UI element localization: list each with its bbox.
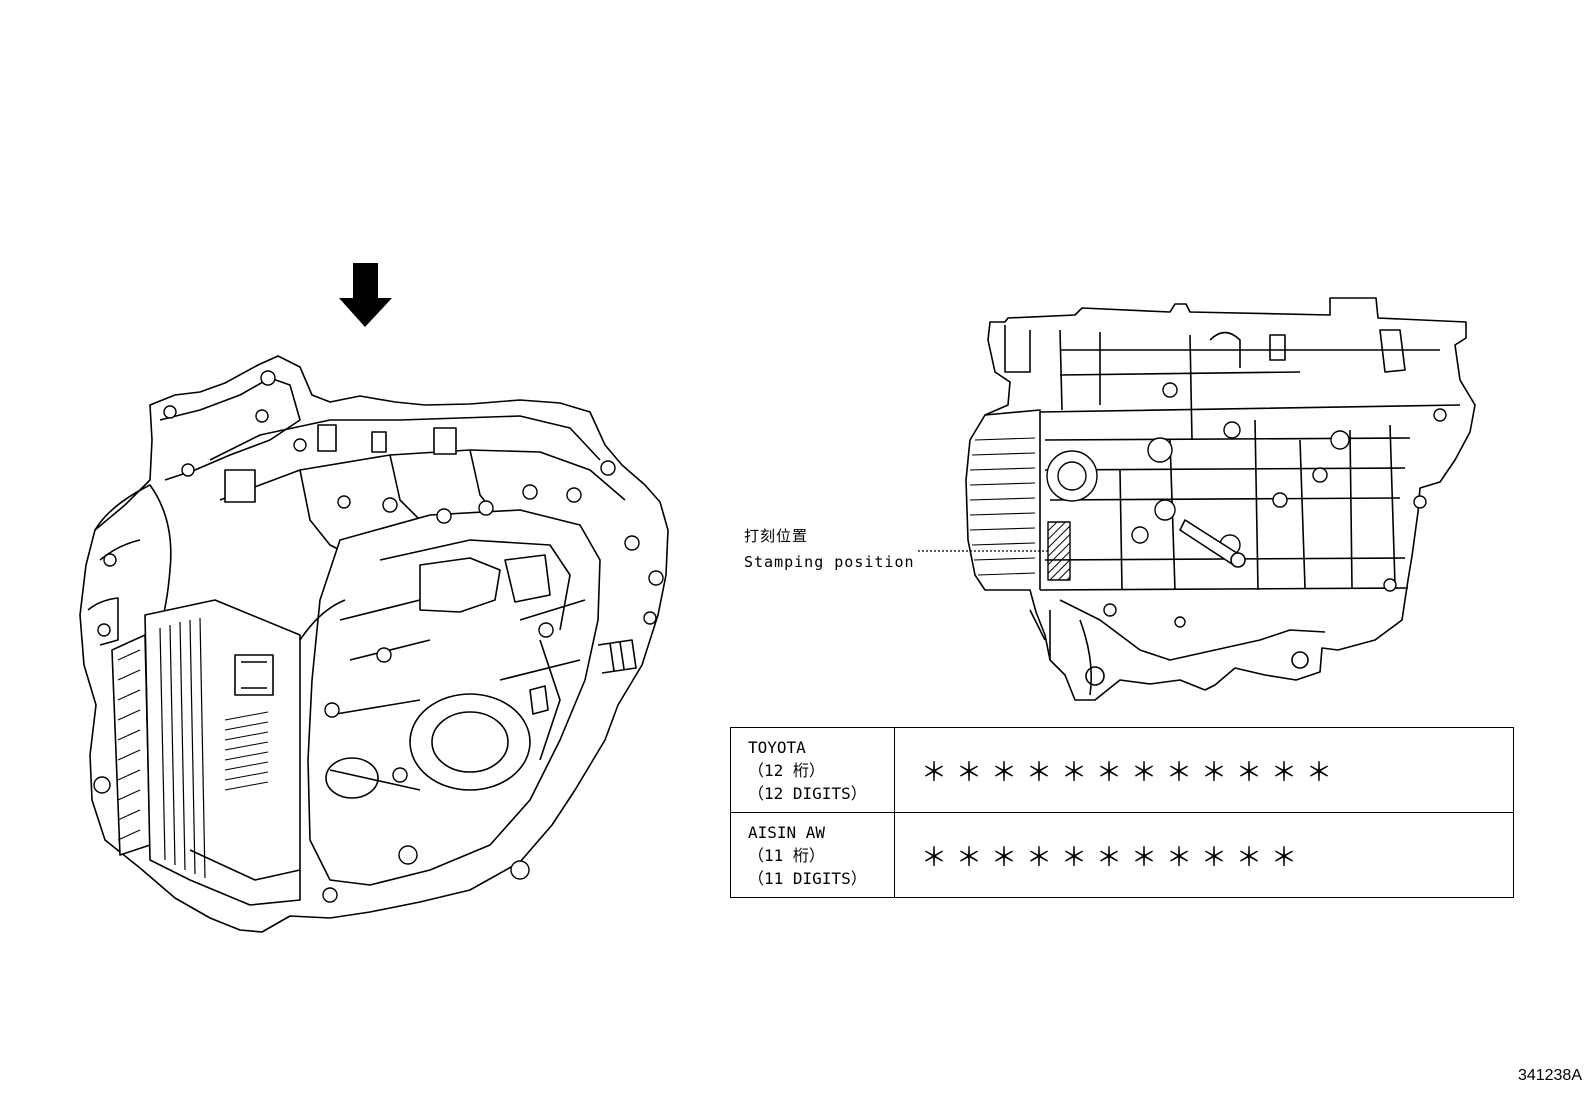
- stamping-position-label-en: Stamping position: [744, 553, 915, 571]
- table-row: AISIN AW （11 桁） （11 DIGITS） ＊＊＊＊＊＊＊＊＊＊＊: [730, 812, 1514, 898]
- transmission-isometric-drawing: [79, 355, 669, 933]
- serial-number-table: TOYOTA （12 桁） （12 DIGITS） ＊＊＊＊＊＊＊＊＊＊＊＊ A…: [730, 727, 1514, 898]
- digits-label-en: （12 DIGITS）: [748, 783, 867, 803]
- serial-code-cell: ＊＊＊＊＊＊＊＊＊＊＊: [894, 812, 1514, 898]
- digits-label-jp: （11 桁）: [748, 845, 825, 865]
- maker-cell: AISIN AW （11 桁） （11 DIGITS）: [730, 812, 895, 898]
- figure-reference-number: 341238A: [1517, 1067, 1582, 1084]
- stamping-position-label-jp: 打刻位置: [744, 527, 809, 545]
- transmission-side-view-drawing: [965, 297, 1476, 701]
- view-direction-arrow-icon: [339, 263, 392, 327]
- table-row: TOYOTA （12 桁） （12 DIGITS） ＊＊＊＊＊＊＊＊＊＊＊＊: [730, 727, 1514, 813]
- maker-name: AISIN AW: [748, 822, 826, 842]
- maker-name: TOYOTA: [748, 737, 806, 757]
- digits-label-en: （11 DIGITS）: [748, 868, 867, 888]
- maker-cell: TOYOTA （12 桁） （12 DIGITS）: [730, 727, 895, 813]
- digits-label-jp: （12 桁）: [748, 760, 825, 780]
- serial-code-cell: ＊＊＊＊＊＊＊＊＊＊＊＊: [894, 727, 1514, 813]
